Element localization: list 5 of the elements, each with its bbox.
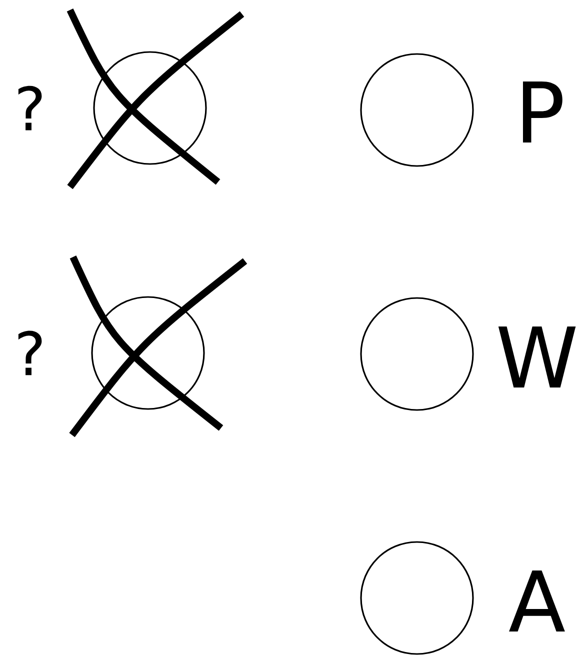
beside-label: A: [509, 570, 565, 632]
beside-label: ?: [18, 330, 42, 376]
beside-label: P: [522, 82, 562, 142]
beside-label: W: [498, 326, 576, 388]
beside-label: ?: [18, 86, 42, 130]
